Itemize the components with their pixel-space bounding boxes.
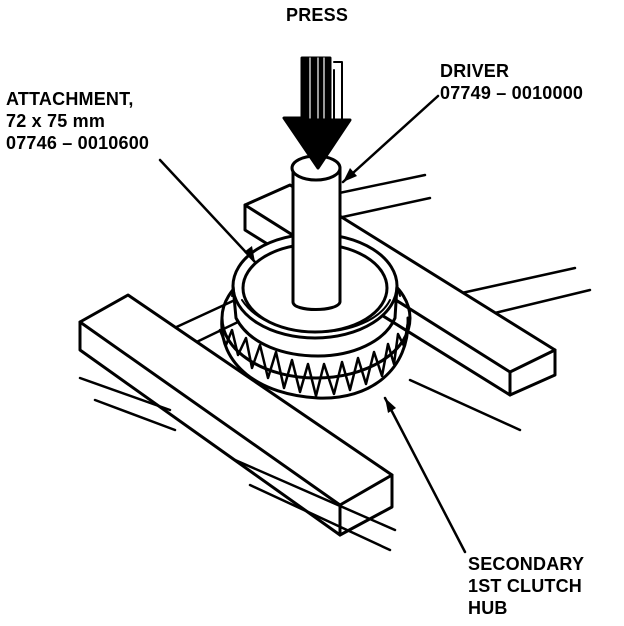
press-label: PRESS <box>286 4 348 26</box>
attachment-part-number: 07746 – 0010600 <box>6 133 150 153</box>
driver-label-name: DRIVER <box>440 61 510 81</box>
leader-lines <box>158 94 467 554</box>
driver-label: DRIVER 07749 – 0010000 <box>440 60 583 104</box>
gear-teeth <box>218 320 410 398</box>
attachment-label: ATTACHMENT, 72 x 75 mm 07746 – 0010600 <box>6 88 149 154</box>
attachment-label-name: ATTACHMENT, <box>6 89 134 109</box>
left-support-block <box>78 293 394 537</box>
hub-label-line2: 1ST CLUTCH <box>468 576 582 596</box>
press-arrow-icon <box>282 56 352 170</box>
attachment-size: 72 x 75 mm <box>6 111 106 131</box>
hub-label-line1: SECONDARY <box>468 554 585 574</box>
hub-label: SECONDARY 1ST CLUTCH HUB <box>468 553 584 619</box>
hub-label-line3: HUB <box>468 598 508 618</box>
driver-shaft <box>290 154 342 311</box>
leader-arrowheads <box>244 168 396 413</box>
driver-part-number: 07749 – 0010000 <box>440 83 584 103</box>
press-label-text: PRESS <box>286 5 349 25</box>
